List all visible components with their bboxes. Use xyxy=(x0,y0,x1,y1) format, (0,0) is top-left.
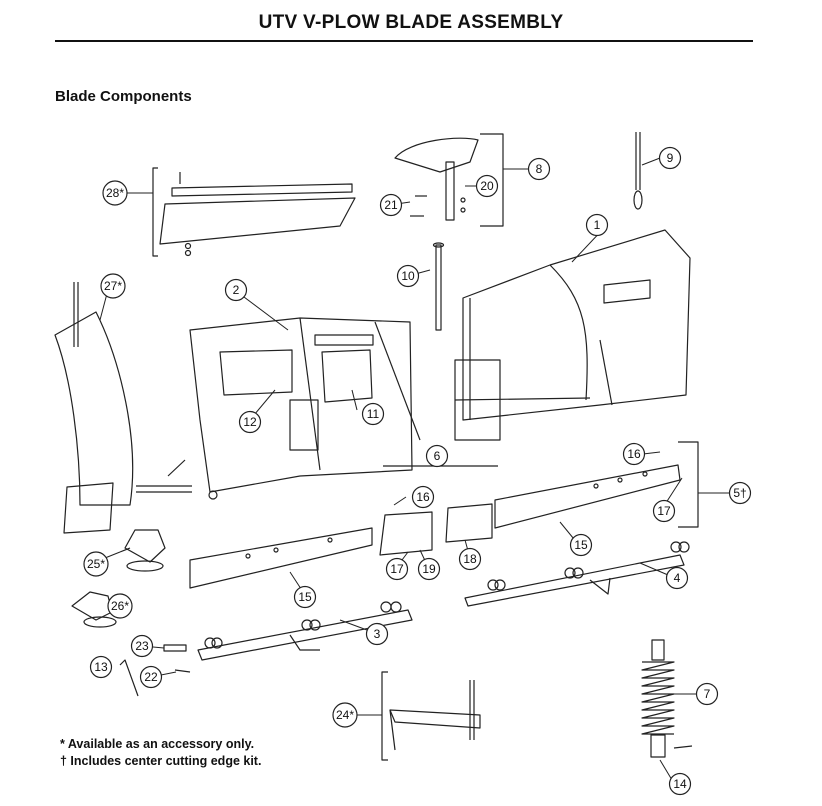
callout-6: 6 xyxy=(425,444,449,468)
callout-label: 22 xyxy=(144,670,158,684)
callout-label: 27* xyxy=(104,279,122,293)
callout-label: 17 xyxy=(657,504,671,518)
callout-label: 6 xyxy=(434,449,441,463)
callout-14: 14 xyxy=(668,772,692,796)
callout-label: 20 xyxy=(480,179,494,193)
callout-13: 13 xyxy=(89,655,113,679)
part-cutting-edge-right xyxy=(494,441,699,529)
callout-1: 1 xyxy=(585,213,609,237)
callout-label: 9 xyxy=(667,151,674,165)
footnotes: * Available as an accessory only. † Incl… xyxy=(60,736,261,770)
callout-7: 7 xyxy=(695,682,719,706)
title-rule xyxy=(55,40,753,42)
callout-label: 17 xyxy=(390,562,404,576)
callout-3: 3 xyxy=(365,622,389,646)
callout-label: 7 xyxy=(704,687,711,701)
part-spring xyxy=(641,639,693,758)
callout-label: 12 xyxy=(243,415,257,429)
callout-label: 1 xyxy=(594,218,601,232)
part-cutting-edge-left xyxy=(189,527,373,589)
callout-layer: 12345†6789101112131415151616171718192021… xyxy=(83,146,752,796)
callout-23: 23 xyxy=(130,634,154,658)
callout-label: 25* xyxy=(87,557,105,571)
callout-2: 2 xyxy=(224,278,248,302)
callout-15: 15 xyxy=(293,585,317,609)
part-a-frame-right xyxy=(464,541,690,607)
callout-10: 10 xyxy=(396,264,420,288)
callout-label: 11 xyxy=(367,407,380,421)
part-center-edge-group xyxy=(379,465,498,556)
callout-9: 9 xyxy=(658,146,682,170)
callout-label: 15 xyxy=(298,590,312,604)
callout-label: 13 xyxy=(94,660,108,674)
callout-label: 28* xyxy=(106,186,124,200)
callout-label: 19 xyxy=(422,562,436,576)
part-blade-left xyxy=(189,317,421,500)
callout-8: 8 xyxy=(527,157,551,181)
callout-5: 5† xyxy=(728,481,752,505)
callout-11: 11 xyxy=(361,402,385,426)
footnote-cutting-edge: † Includes center cutting edge kit. xyxy=(60,754,262,768)
callout-label: 5† xyxy=(733,486,746,500)
callout-label: 16 xyxy=(416,490,430,504)
callout-26: 26* xyxy=(107,593,133,619)
callout-27: 27* xyxy=(100,273,126,299)
callout-label: 26* xyxy=(111,599,129,613)
callout-label: 8 xyxy=(536,162,543,176)
part-jack-stand-accessory xyxy=(381,671,481,761)
callout-25: 25* xyxy=(83,551,109,577)
callout-20: 20 xyxy=(475,174,499,198)
callout-18: 18 xyxy=(458,547,482,571)
part-caster-accessory xyxy=(119,529,166,572)
callout-label: 18 xyxy=(463,552,477,566)
callout-16: 16 xyxy=(411,485,435,509)
callout-17: 17 xyxy=(385,557,409,581)
page-title: UTV V-PLOW BLADE ASSEMBLY xyxy=(258,12,564,33)
callout-4: 4 xyxy=(665,566,689,590)
callout-label: 2 xyxy=(233,283,240,297)
callout-label: 23 xyxy=(135,639,149,653)
part-rod xyxy=(432,242,445,331)
part-a-frame-left xyxy=(197,601,413,661)
callout-label: 4 xyxy=(674,571,681,585)
part-blade-right xyxy=(454,229,691,441)
part-mounting-plate xyxy=(394,133,504,227)
callout-17: 17 xyxy=(652,499,676,523)
part-side-wing-accessory xyxy=(54,282,192,534)
section-heading: Blade Components xyxy=(55,88,192,105)
callout-21: 21 xyxy=(379,193,403,217)
callout-28: 28* xyxy=(102,180,128,206)
callout-22: 22 xyxy=(139,665,163,689)
callout-15: 15 xyxy=(569,533,593,557)
callout-label: 10 xyxy=(401,269,415,283)
callout-24: 24* xyxy=(332,702,358,728)
callout-12: 12 xyxy=(238,410,262,434)
footnote-accessory: * Available as an accessory only. xyxy=(60,737,255,751)
callout-16: 16 xyxy=(622,442,646,466)
callout-label: 21 xyxy=(384,198,398,212)
callout-19: 19 xyxy=(417,557,441,581)
part-cutting-edge-accessory xyxy=(152,167,356,257)
part-pin xyxy=(633,132,643,210)
callout-label: 15 xyxy=(574,538,588,552)
callout-label: 16 xyxy=(627,447,641,461)
callout-label: 24* xyxy=(336,708,354,722)
callout-label: 3 xyxy=(374,627,381,641)
callout-label: 14 xyxy=(673,777,687,791)
